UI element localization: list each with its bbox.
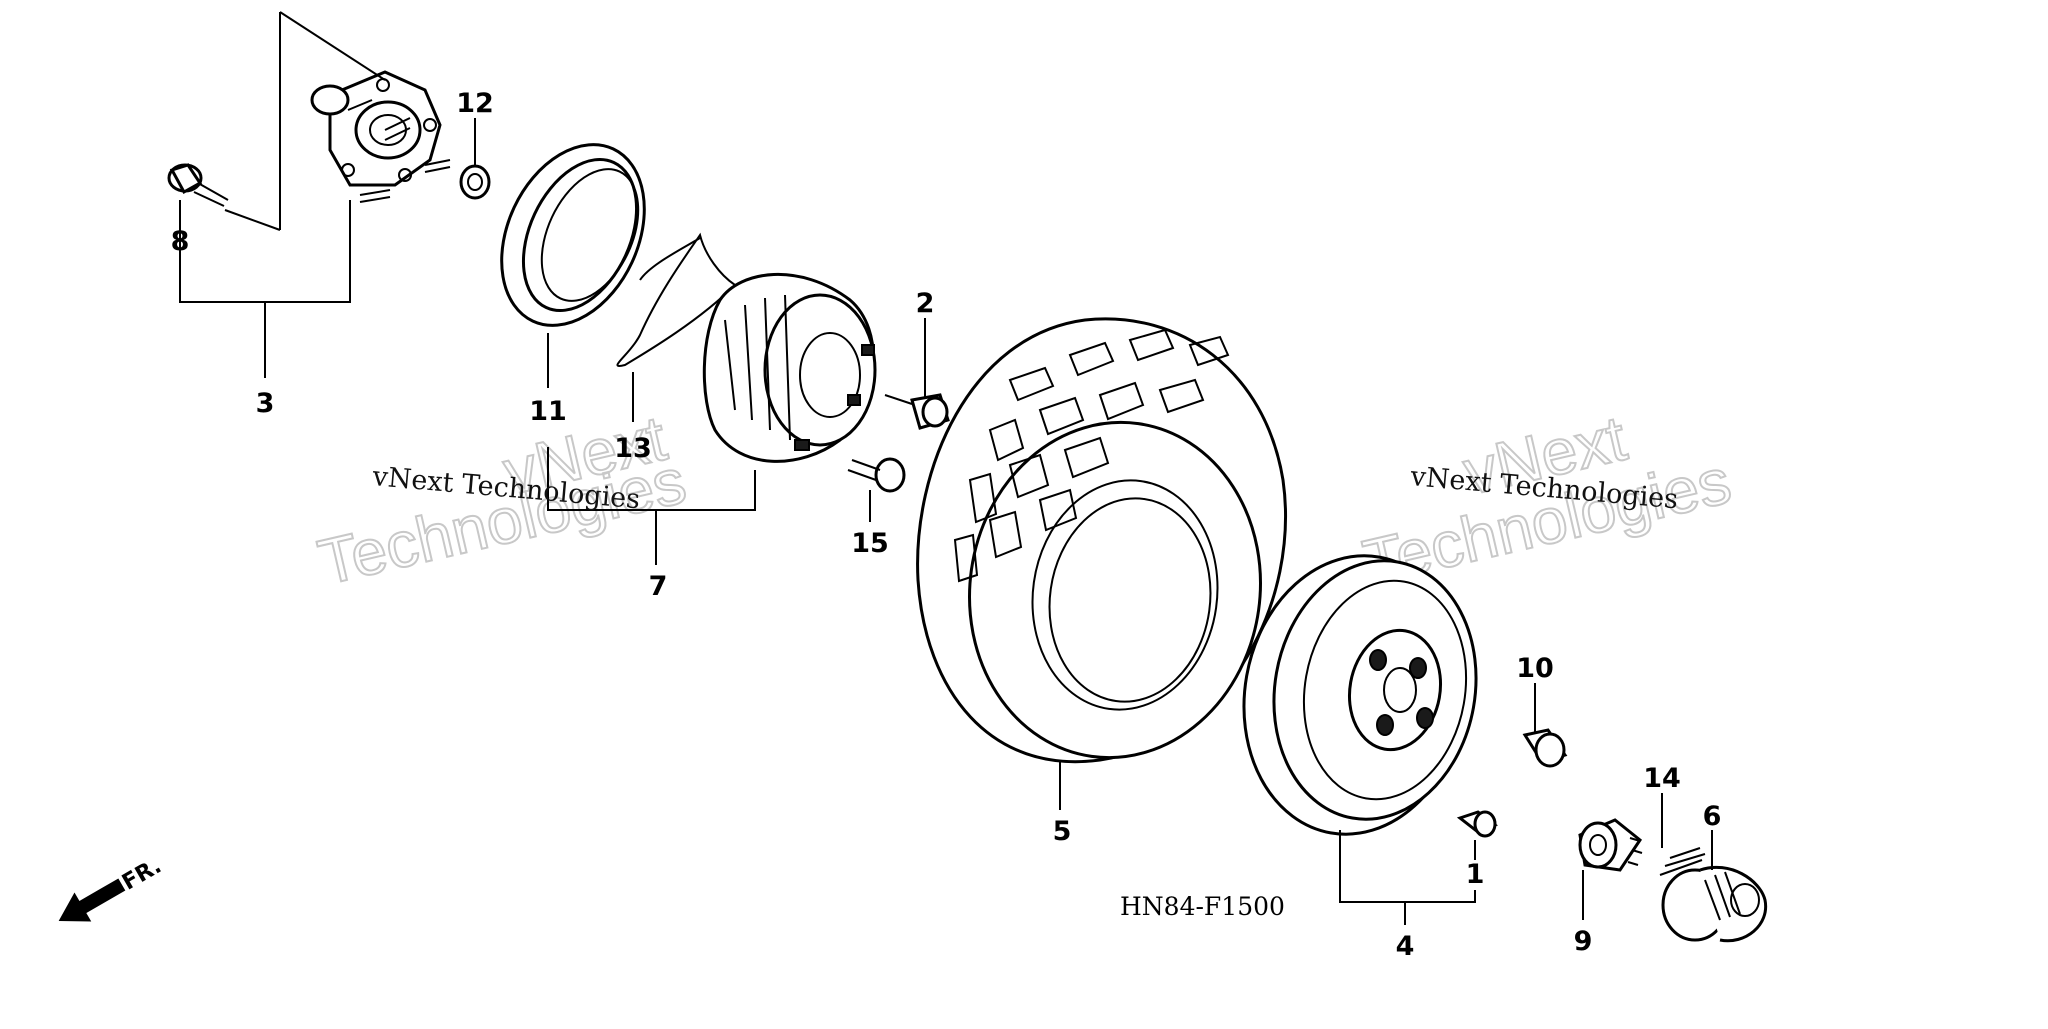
watermark-big-line2-left: Technologies bbox=[312, 444, 692, 598]
part-cotter-pin-14 bbox=[1659, 847, 1706, 876]
callout-11: 11 bbox=[529, 396, 567, 427]
front-direction-indicator: FR. bbox=[58, 854, 166, 922]
arrow-left-icon bbox=[58, 878, 126, 922]
leader-lines bbox=[179, 11, 1713, 925]
part-rim-4 bbox=[1242, 554, 1478, 836]
part-nut-12 bbox=[459, 164, 491, 200]
callout-13: 13 bbox=[614, 433, 652, 464]
callout-8: 8 bbox=[171, 226, 190, 257]
direction-label: FR. bbox=[118, 854, 166, 896]
callout-1: 1 bbox=[1466, 859, 1485, 890]
part-seal-11 bbox=[500, 143, 646, 327]
part-castle-nut-9 bbox=[1578, 818, 1643, 872]
callout-6: 6 bbox=[1703, 801, 1722, 832]
callout-3: 3 bbox=[256, 388, 275, 419]
part-valve-1 bbox=[1456, 810, 1498, 838]
tire-tread bbox=[953, 328, 1230, 583]
part-cap-6 bbox=[1661, 865, 1768, 943]
callout-labels: 1 2 3 4 5 6 7 8 9 10 11 12 13 14 15 bbox=[171, 88, 1722, 962]
callout-5: 5 bbox=[1053, 816, 1072, 847]
callout-10: 10 bbox=[1516, 653, 1554, 684]
part-bolt-8 bbox=[167, 163, 229, 207]
part-hub bbox=[310, 70, 451, 203]
callout-9: 9 bbox=[1574, 926, 1593, 957]
part-nut-10 bbox=[1522, 728, 1568, 768]
part-brake-drum-7 bbox=[702, 272, 877, 463]
callout-15: 15 bbox=[851, 528, 889, 559]
callout-12: 12 bbox=[456, 88, 494, 119]
part-tire-5 bbox=[916, 317, 1288, 764]
callout-2: 2 bbox=[916, 288, 935, 319]
diagram-code: HN84-F1500 bbox=[1120, 892, 1285, 921]
callout-4: 4 bbox=[1396, 931, 1415, 962]
part-oring-13 bbox=[616, 232, 737, 367]
part-bolt-2 bbox=[884, 393, 950, 430]
callout-7: 7 bbox=[649, 571, 668, 602]
part-bolt-15 bbox=[847, 457, 906, 493]
callout-14: 14 bbox=[1643, 763, 1681, 794]
